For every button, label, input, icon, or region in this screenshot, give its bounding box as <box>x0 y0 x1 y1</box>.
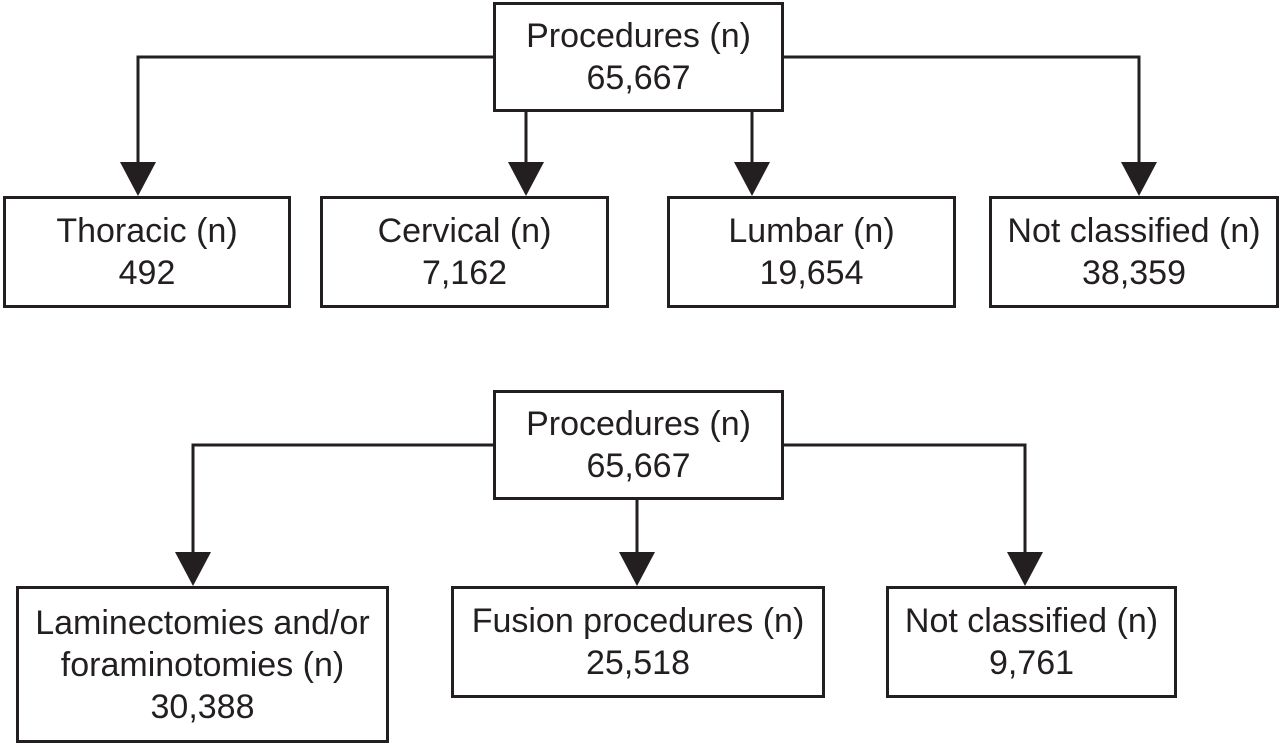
arrowhead-lumbar <box>734 162 770 196</box>
cervical-value: 7,162 <box>421 254 508 292</box>
laminectomies-label-line2: foraminotomies (n) <box>60 645 345 684</box>
fusion-value: 25,518 <box>586 644 690 682</box>
not-classified-top-value: 38,359 <box>1082 254 1186 292</box>
not-classified-top-label: Not classified (n) <box>1007 212 1261 250</box>
arrow-to-laminectomies <box>191 443 493 552</box>
arrowhead-thoracic <box>120 162 156 196</box>
lumbar-label: Lumbar (n) <box>728 212 895 250</box>
not-classified-bottom-value: 9,761 <box>988 644 1075 682</box>
bottom-root-value: 65,667 <box>586 447 691 485</box>
top-root-node: Procedures (n) 65,667 <box>493 2 784 112</box>
lumbar-value: 19,654 <box>759 254 864 292</box>
arrowhead-laminectomies <box>175 552 211 586</box>
not-classified-bottom-node: Not classified (n) 9,761 <box>886 586 1177 698</box>
thoracic-node: Thoracic (n) 492 <box>3 196 291 308</box>
arrow-to-thoracic <box>136 55 493 162</box>
top-root-label: Procedures (n) <box>526 17 751 55</box>
arrow-to-not-classified-top <box>784 55 1141 162</box>
thoracic-value: 492 <box>118 254 176 292</box>
arrowhead-not-classified-bottom <box>1007 552 1043 586</box>
bottom-root-node: Procedures (n) 65,667 <box>493 390 784 500</box>
laminectomies-node: Laminectomies and/or foraminotomies (n) … <box>16 586 389 743</box>
not-classified-bottom-label: Not classified (n) <box>904 602 1159 640</box>
not-classified-top-node: Not classified (n) 38,359 <box>989 196 1279 308</box>
arrowhead-not-classified-top <box>1121 162 1157 196</box>
bottom-root-label: Procedures (n) <box>526 405 751 443</box>
cervical-label: Cervical (n) <box>377 212 552 250</box>
thoracic-label: Thoracic (n) <box>56 212 238 250</box>
top-root-value: 65,667 <box>586 59 691 97</box>
cervical-node: Cervical (n) 7,162 <box>320 196 609 308</box>
lumbar-node: Lumbar (n) 19,654 <box>667 196 956 308</box>
fusion-label: Fusion procedures (n) <box>471 602 805 640</box>
laminectomies-value: 30,388 <box>150 687 255 726</box>
laminectomies-label-line1: Laminectomies and/or <box>35 603 370 642</box>
arrowhead-cervical <box>508 162 544 196</box>
fusion-node: Fusion procedures (n) 25,518 <box>451 586 825 698</box>
arrow-to-not-classified-bottom <box>784 443 1027 552</box>
arrowhead-fusion <box>619 552 655 586</box>
